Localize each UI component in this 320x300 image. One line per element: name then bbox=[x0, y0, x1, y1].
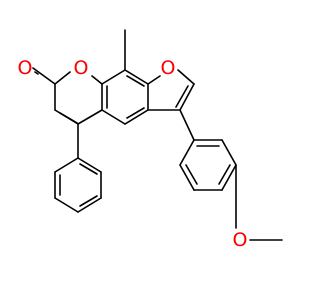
bond-ar-e-f bbox=[179, 164, 195, 191]
bond-ph-f-a-double bbox=[79, 163, 98, 175]
bond-c2f-c3f-double bbox=[175, 85, 189, 108]
bond-ar-e-f-double bbox=[185, 164, 198, 185]
bond-c9-c9a-double bbox=[126, 75, 145, 87]
bond-c4-c4a bbox=[77, 109, 103, 125]
bond-c4-c4a bbox=[101, 109, 126, 125]
bond-ar-c-d-double bbox=[218, 164, 231, 185]
bond-c2-o-carbonyl bbox=[34, 71, 39, 75]
bond-ph-d-e-double bbox=[79, 195, 98, 207]
bond-c2f-c3f bbox=[179, 83, 195, 111]
bond-o1-c2 bbox=[32, 67, 56, 85]
bond-c2-o1-ring bbox=[54, 71, 71, 85]
bond-c3-c4-double bbox=[59, 112, 78, 124]
atom-labels: O O O O bbox=[18, 57, 248, 251]
bond-c3f-aryl bbox=[179, 109, 195, 141]
bonds bbox=[32, 29, 283, 241]
bond-ph-c-d bbox=[54, 197, 79, 213]
bond-c8a-o1 bbox=[91, 75, 103, 85]
bond-ofuran-c2f bbox=[177, 69, 195, 85]
bond-c8a-c9 bbox=[101, 69, 126, 85]
bond-c9a-ofuran bbox=[147, 75, 161, 85]
bond-ph-d-e bbox=[77, 197, 102, 213]
bond-ar-b-c bbox=[221, 139, 237, 166]
methoxy-oxygen-label: O bbox=[233, 229, 248, 251]
bond-c3a-c4 bbox=[124, 109, 149, 125]
carbonyl-oxygen-label: O bbox=[18, 57, 33, 79]
bond-c3a-c4-double bbox=[126, 107, 145, 119]
bond-ph-f-a bbox=[77, 157, 102, 173]
bond-c9-c9a bbox=[124, 69, 149, 85]
bond-ph-a-b bbox=[54, 157, 79, 173]
pyranone-oxygen-label: O bbox=[74, 57, 89, 79]
bond-ar-f-a bbox=[179, 139, 195, 166]
molecule-structure-diagram: O O O O bbox=[18, 29, 283, 251]
furan-oxygen-label: O bbox=[161, 57, 176, 79]
bond-ar-c-d bbox=[221, 164, 237, 191]
